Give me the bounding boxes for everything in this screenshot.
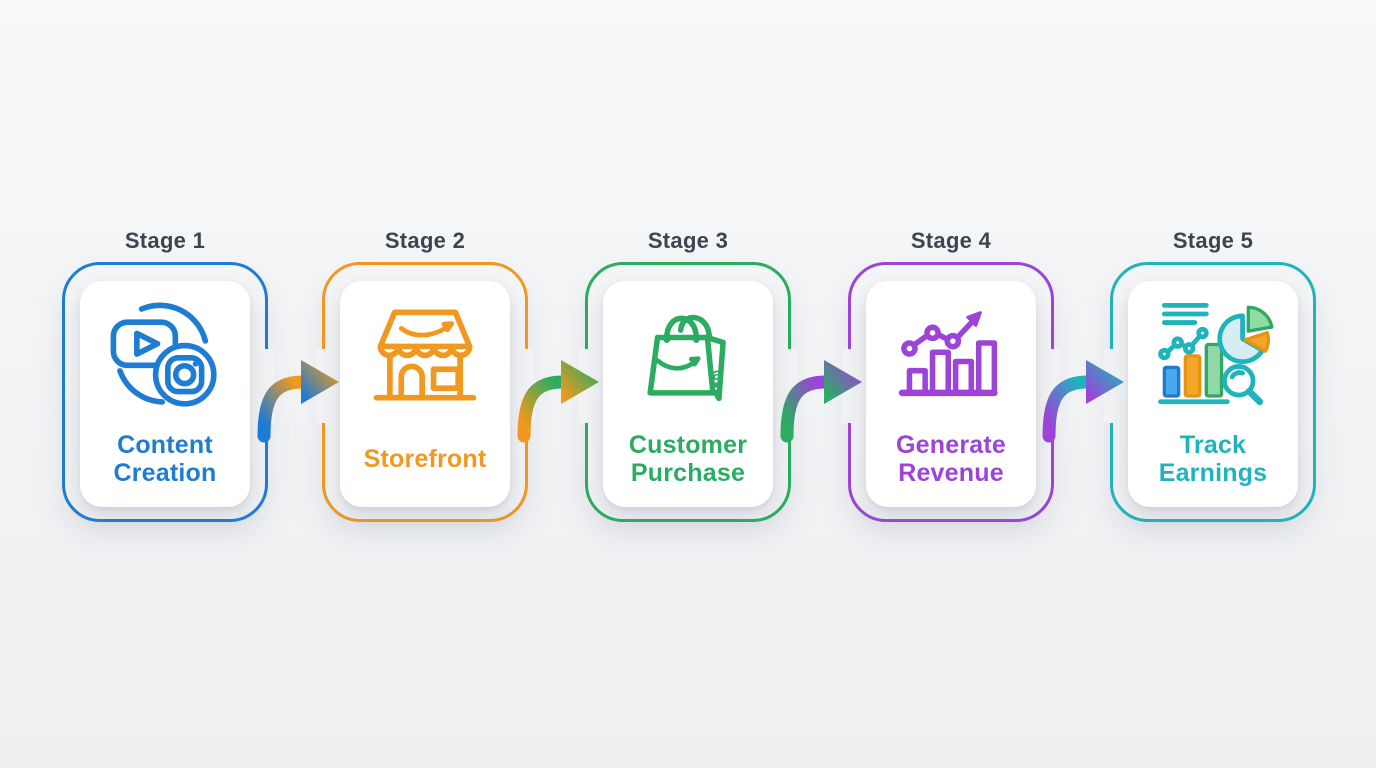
arrow-stage-4-to-5 — [1042, 360, 1124, 443]
stage-3-title: Customer Purchase — [628, 431, 748, 487]
svg-text:a: a — [712, 364, 722, 384]
stage-5-card: Stage 5 — [1104, 226, 1316, 522]
stage-1-outline: Content Creation — [62, 262, 274, 522]
stage-2-label: Stage 2 — [384, 228, 466, 253]
stage-5-title: Track Earnings — [1158, 431, 1268, 487]
stage-5-label: Stage 5 — [1172, 228, 1254, 253]
content-creation-video-instagram-icon — [104, 289, 226, 421]
stage-2-panel: Storefront — [340, 281, 510, 507]
storefront-shop-icon — [363, 289, 487, 421]
arrow-stage-2-to-3 — [517, 360, 599, 443]
stage-1-label: Stage 1 — [124, 228, 206, 253]
revenue-growth-chart-icon — [891, 289, 1011, 421]
stage-2-card: Stage 2 — [316, 226, 534, 522]
stage-5-panel: Track Earnings — [1128, 281, 1298, 507]
analytics-dashboard-icon — [1151, 289, 1275, 421]
shopping-bag-icon: a — [628, 289, 748, 421]
stage-4-label: Stage 4 — [910, 228, 992, 253]
stage-4-panel: Generate Revenue — [866, 281, 1036, 507]
stage-5-outline: Track Earnings — [1104, 262, 1316, 522]
stage-3-card: Stage 3 — [579, 226, 797, 522]
stage-3-label: Stage 3 — [647, 228, 729, 253]
stage-1-title: Content Creation — [113, 431, 217, 487]
stage-3-outline: a Customer Purchase — [579, 262, 797, 522]
arrow-stage-1-to-2 — [257, 360, 339, 443]
stage-4-outline: Generate Revenue — [842, 262, 1060, 522]
stage-1-panel: Content Creation — [80, 281, 250, 507]
stage-2-title: Storefront — [363, 445, 487, 473]
stage-4-title: Generate Revenue — [896, 431, 1006, 487]
arrow-stage-3-to-4 — [780, 360, 862, 443]
stage-2-outline: Storefront — [316, 262, 534, 522]
stage-1-card: Stage 1 — [62, 226, 274, 522]
stage-3-panel: a Customer Purchase — [603, 281, 773, 507]
stage-4-card: Stage 4 — [842, 226, 1060, 522]
